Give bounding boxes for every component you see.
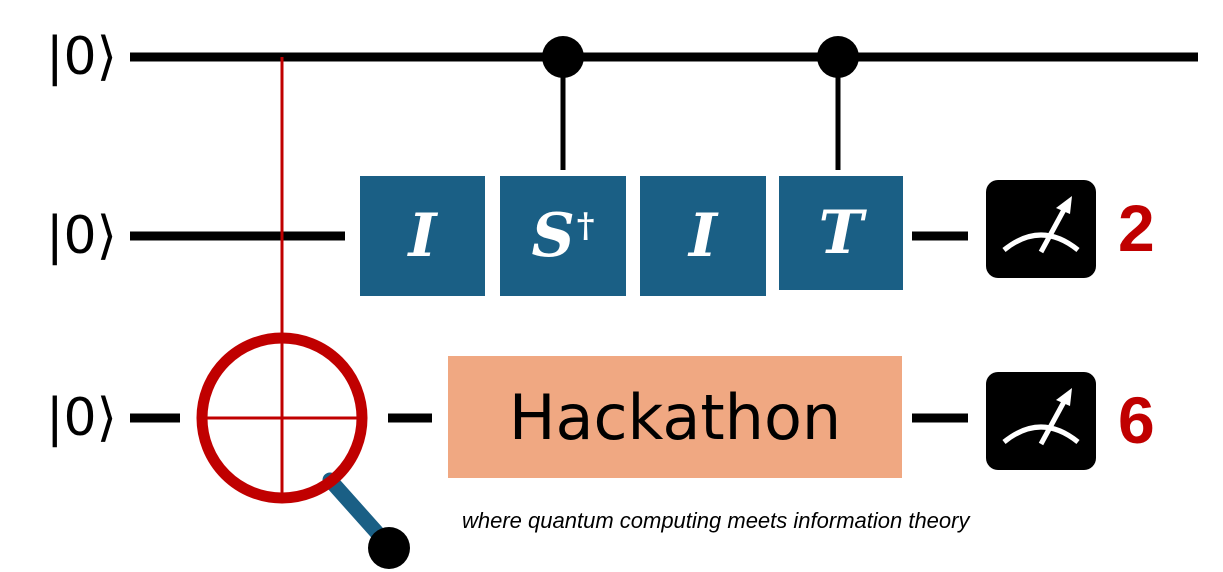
qubit-2-ket: |0⟩: [46, 388, 117, 448]
control-dot-t: [817, 36, 859, 78]
gate-s-dagger: S†: [500, 176, 626, 296]
hackathon-label: Hackathon: [508, 380, 842, 454]
gate-t: T: [779, 176, 903, 290]
measurement-meter-icon: [986, 372, 1096, 470]
gate-i-2: I: [640, 176, 766, 296]
gate-label: T: [818, 198, 864, 268]
measurement-meter-icon: [986, 180, 1096, 278]
hackathon-box: Hackathon: [448, 356, 902, 478]
qubit-1-ket: |0⟩: [46, 206, 117, 266]
measurement-result-1: 2: [1118, 191, 1155, 265]
control-dot-sdagger: [542, 36, 584, 78]
gate-label: S: [531, 201, 575, 271]
measurement-result-2: 6: [1118, 383, 1155, 457]
magnifier-handle-knob: [368, 527, 410, 569]
dagger-symbol: †: [576, 206, 595, 246]
gate-label: I: [408, 201, 437, 271]
gate-label: I: [688, 201, 718, 271]
tagline: where quantum computing meets informatio…: [462, 508, 970, 533]
qubit-0-ket: |0⟩: [46, 27, 117, 87]
gate-i-1: I: [360, 176, 485, 296]
